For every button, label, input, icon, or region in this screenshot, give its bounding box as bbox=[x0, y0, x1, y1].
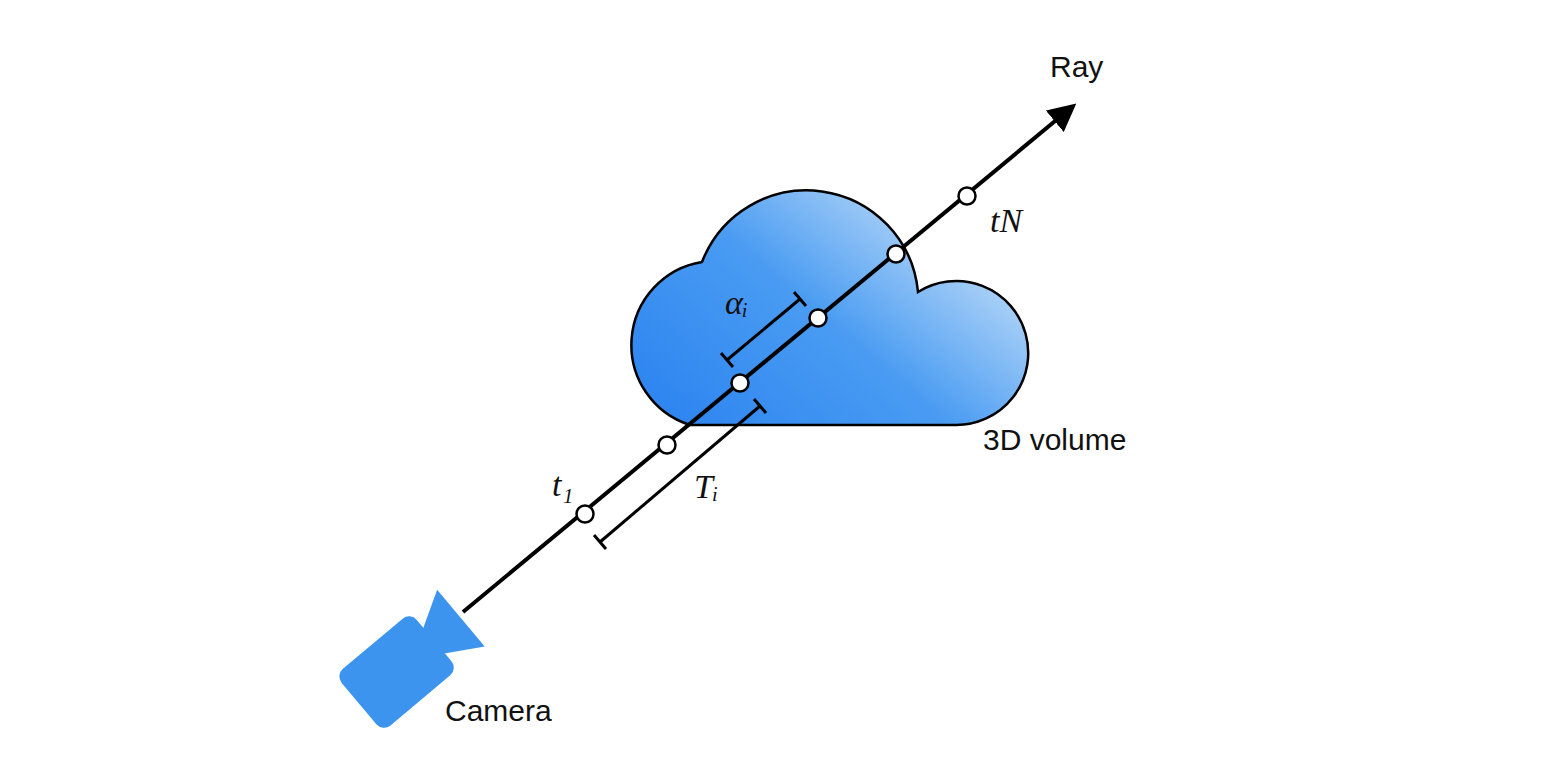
node-label: Camera bbox=[445, 694, 552, 728]
cloud-outline bbox=[631, 190, 1028, 425]
node-label: 3D volume bbox=[983, 423, 1126, 457]
ray-line bbox=[463, 107, 1072, 612]
camera-node: Camera bbox=[335, 590, 575, 735]
transmittance-label: Tᵢ bbox=[694, 470, 718, 504]
cloud-volume bbox=[600, 170, 1020, 430]
interval-label: αᵢ bbox=[725, 286, 748, 320]
sample-label: tN bbox=[990, 204, 1022, 238]
volume-node: 3D volume bbox=[600, 170, 1020, 430]
sample-label: t₁ bbox=[552, 468, 573, 502]
ray-label: Ray bbox=[1050, 52, 1103, 82]
